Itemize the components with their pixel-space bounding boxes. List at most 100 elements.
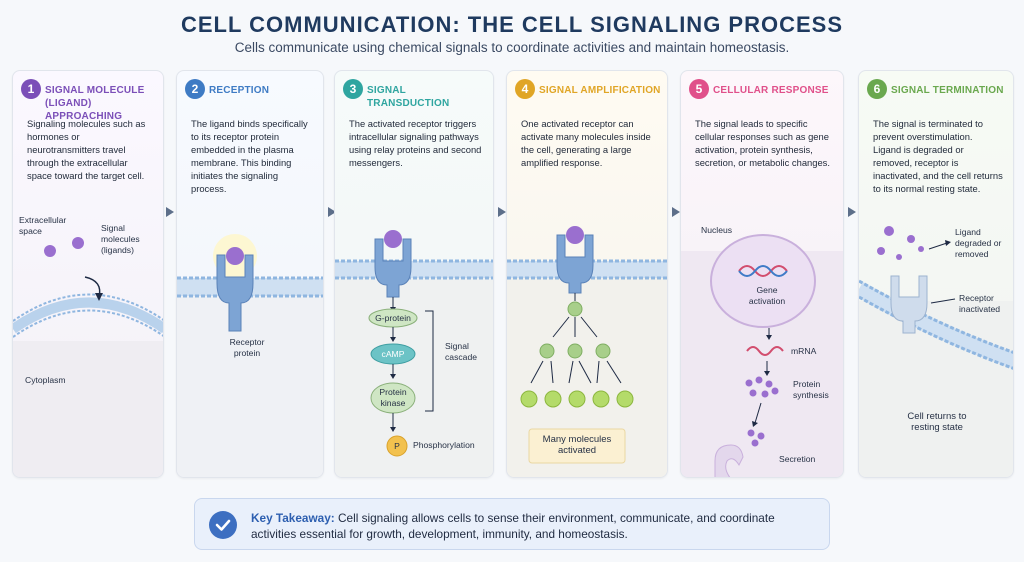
protein-dot <box>757 432 765 440</box>
next-arrow-icon <box>496 204 510 220</box>
step-6-number: 6 <box>867 79 887 99</box>
ligand-dot <box>384 230 402 248</box>
key-takeaway-text: Key Takeaway: Cell signaling allows cell… <box>251 510 811 542</box>
key-takeaway-box: Key Takeaway: Cell signaling allows cell… <box>194 498 830 550</box>
key-takeaway-heading: Key Takeaway: <box>251 511 335 525</box>
next-arrow-icon <box>846 204 860 220</box>
step-4-number: 4 <box>515 79 535 99</box>
cascade-label: Signal cascade <box>445 341 478 362</box>
step-6-illustration <box>859 226 1013 477</box>
step-4-title: SIGNAL AMPLIFICATION <box>539 85 661 96</box>
ligand-degraded-label: Ligand degraded or removed <box>955 227 1002 259</box>
step-1-panel: 1 SIGNAL MOLECULE (LIGAND) APPROACHING S… <box>12 70 164 478</box>
protein-dot <box>751 439 759 447</box>
step-2-number: 2 <box>185 79 205 99</box>
step-1-description: Signaling molecules such as hormones or … <box>27 118 146 181</box>
step-5-description: The signal leads to specific cellular re… <box>695 118 830 168</box>
mrna-strand <box>746 346 784 356</box>
secretion-vesicle <box>714 444 744 477</box>
ligand-dot <box>918 246 924 252</box>
phosphorylation-label: Phosphorylation <box>413 440 475 450</box>
molecule-dot <box>567 343 583 359</box>
protein-dot <box>745 379 753 387</box>
step-5-illustration <box>681 234 843 477</box>
ligand-dot <box>877 247 885 255</box>
ligand-dot <box>907 235 915 243</box>
kinase-label: Protein kinase <box>379 387 407 408</box>
step-2-panel: 2 RECEPTION The ligand binds specificall… <box>176 70 324 478</box>
step-5-number: 5 <box>689 79 709 99</box>
membrane <box>335 261 493 278</box>
next-arrow-icon <box>326 204 340 220</box>
step-4-illustration <box>507 226 667 477</box>
step-3-description: The activated receptor triggers intracel… <box>349 118 482 168</box>
protein-dot <box>771 387 779 395</box>
molecule-dot <box>568 390 586 408</box>
step-2-illustration <box>177 234 323 477</box>
molecule-dot <box>520 390 538 408</box>
step-3-number: 3 <box>343 79 363 99</box>
phosphate-label: P <box>394 441 400 451</box>
g-protein-label: G-protein <box>375 313 411 323</box>
molecule-dot <box>592 390 610 408</box>
inactivated-receptor <box>890 275 928 334</box>
receptor-protein <box>374 238 412 298</box>
next-arrow-icon <box>670 204 684 220</box>
molecule-dot <box>616 390 634 408</box>
cascade-bracket <box>425 310 434 412</box>
protein-dot <box>749 389 757 397</box>
checkmark-icon <box>209 511 237 539</box>
signal-molecules-label: Signal molecules (ligands) <box>101 223 140 255</box>
cell-returns-label: Cell returns to resting state <box>907 411 967 433</box>
step-4-description: One activated receptor can activate many… <box>521 118 651 168</box>
step-3-panel: 3 SIGNAL TRANSDUCTION The activated rece… <box>334 70 494 478</box>
cytoplasm-region <box>13 341 163 477</box>
nucleus-label: Nucleus <box>701 225 733 235</box>
many-molecules-label: Many molecules activated <box>542 434 612 456</box>
extracellular-label: Extracellular space <box>19 215 67 236</box>
step-6-description: The signal is terminated to prevent over… <box>873 118 1003 194</box>
molecule-dot <box>544 390 562 408</box>
receptor-inactivated-label: Receptor inactivated <box>959 293 1001 314</box>
membrane <box>13 297 163 334</box>
ligand-dot <box>44 245 56 257</box>
step-3-title: SIGNAL TRANSDUCTION <box>367 85 450 109</box>
mrna-label: mRNA <box>791 346 817 356</box>
ligand-dot <box>884 226 894 236</box>
cytoplasm-label: Cytoplasm <box>25 375 66 385</box>
step-1-illustration <box>13 237 163 477</box>
phosphate-shape <box>386 435 408 457</box>
receptor-label: Receptor protein <box>229 337 265 358</box>
ligand-dot <box>896 254 902 260</box>
secretion-label: Secretion <box>779 454 816 464</box>
step-5-title: CELLULAR RESPONSE <box>713 85 829 96</box>
step-5-panel: 5 CELLULAR RESPONSE The signal leads to … <box>680 70 844 478</box>
ligand-dot <box>566 226 584 244</box>
key-takeaway-body: Cell signaling allows cells to sense the… <box>251 511 775 541</box>
protein-dot <box>765 380 773 388</box>
step-2-description: The ligand binds specifically to its rec… <box>191 118 308 194</box>
membrane <box>859 282 1013 369</box>
step-6-title: SIGNAL TERMINATION <box>891 85 1004 96</box>
receptor-protein <box>556 234 594 294</box>
molecule-dot <box>595 343 611 359</box>
protein-dot <box>747 429 755 437</box>
protein-synthesis-label: Protein synthesis <box>793 379 829 400</box>
page-subtitle: Cells communicate using chemical signals… <box>234 40 790 55</box>
step-1-title: SIGNAL MOLECULE (LIGAND) APPROACHING <box>45 85 145 122</box>
protein-dot <box>761 390 769 398</box>
step-4-panel: 4 SIGNAL AMPLIFICATION One activated rec… <box>506 70 668 478</box>
ligand-dot <box>226 247 244 265</box>
step-3-illustration <box>335 230 493 477</box>
next-arrow-icon <box>164 204 178 220</box>
molecule-dot <box>539 343 555 359</box>
dna-strand <box>738 265 788 277</box>
camp-label: cAMP <box>381 349 405 359</box>
ligand-dot <box>72 237 84 249</box>
protein-dot <box>755 376 763 384</box>
page-title: CELL COMMUNICATION: THE CELL SIGNALING P… <box>180 12 843 37</box>
step-2-title: RECEPTION <box>209 85 270 96</box>
receptor-protein <box>216 254 254 332</box>
many-molecules-box <box>528 428 626 464</box>
step-1-number: 1 <box>21 79 41 99</box>
